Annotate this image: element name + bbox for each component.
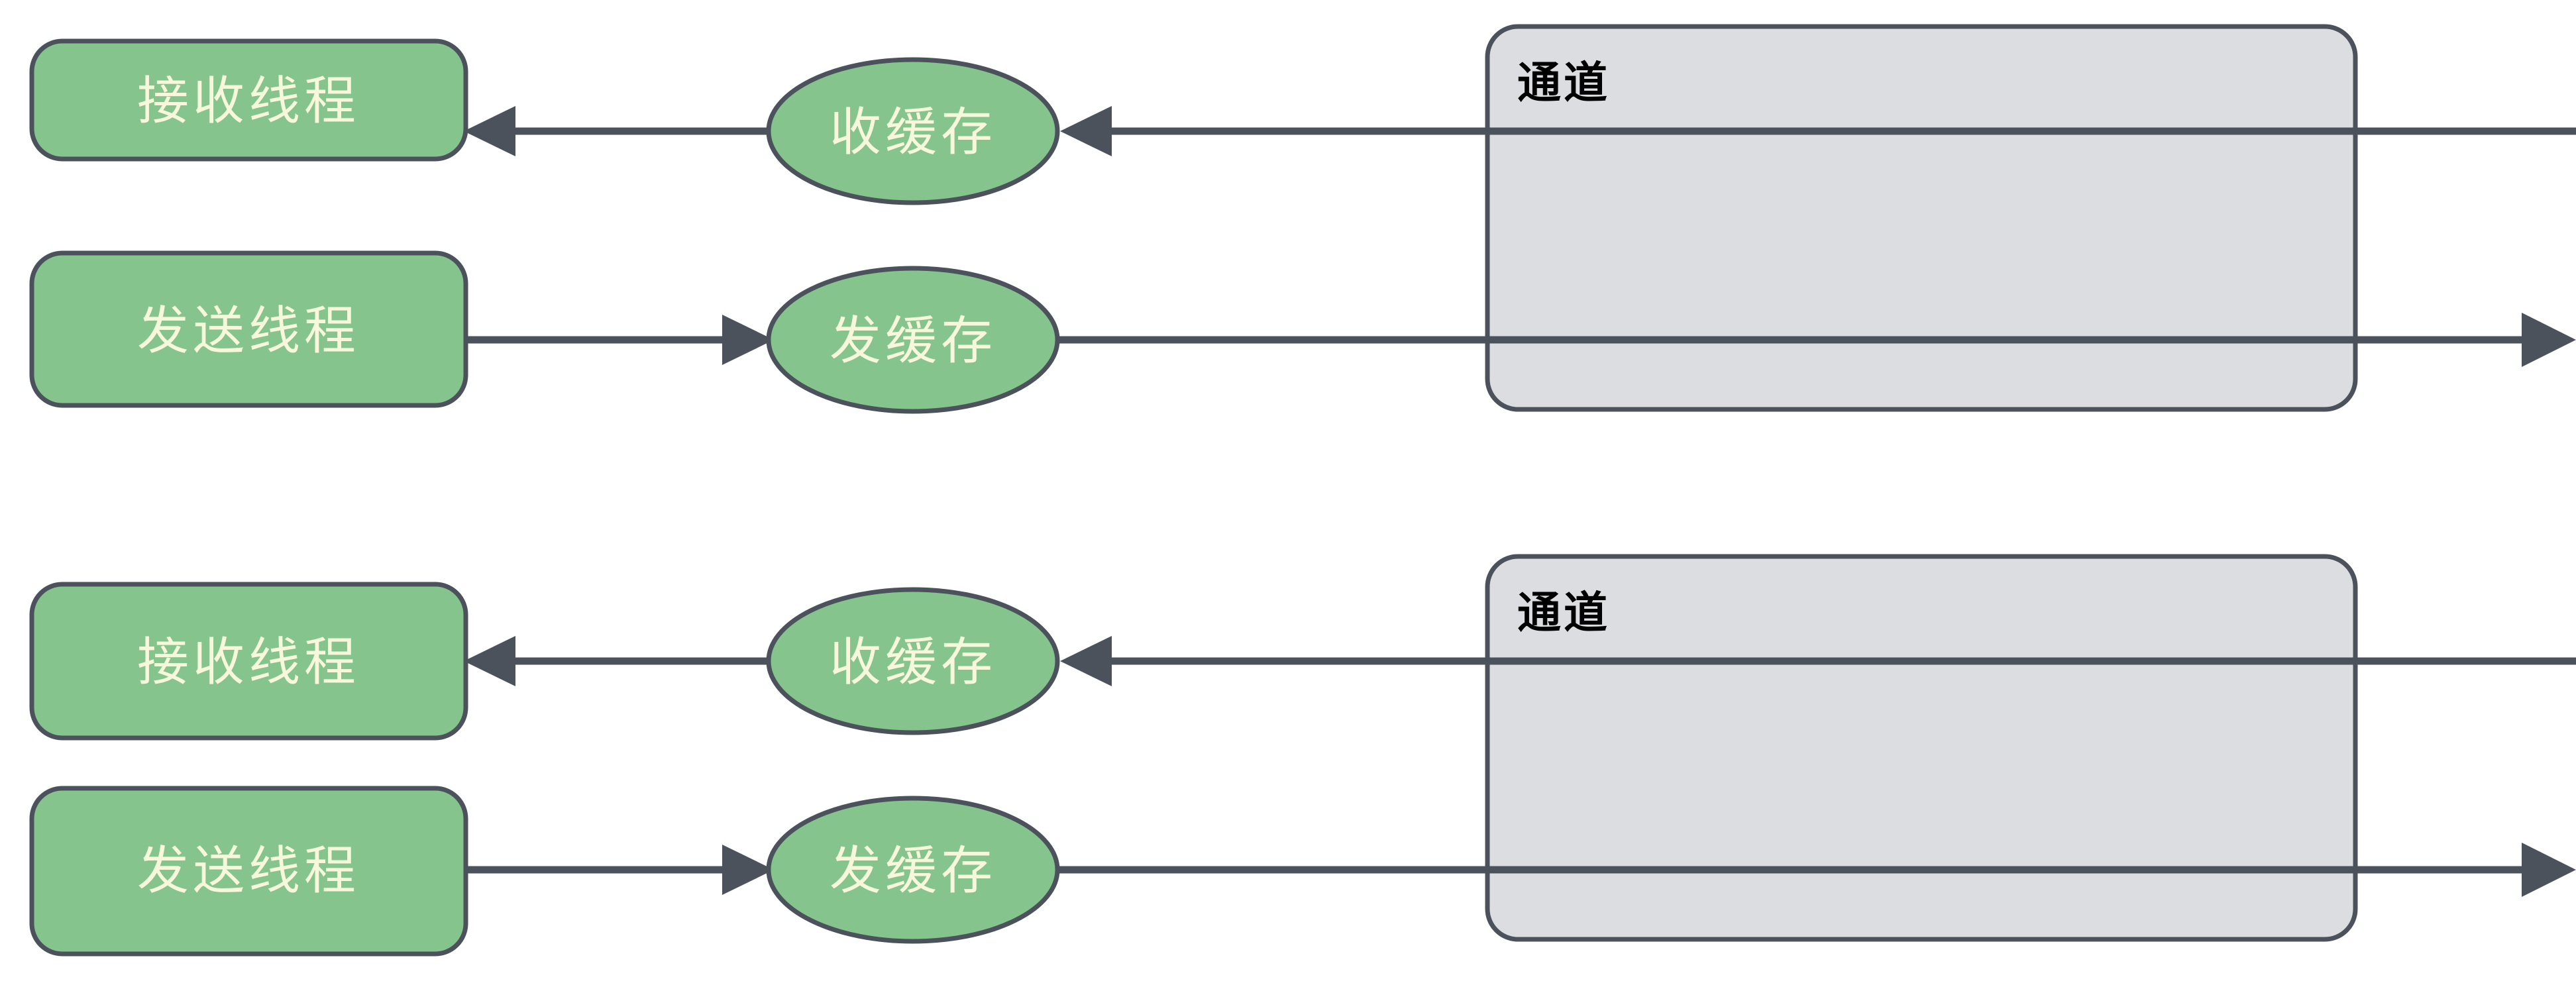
node-receive-thread-label-bottom: 接收线程 xyxy=(137,633,360,692)
arrow-head-receive-buffer-top xyxy=(1060,106,1112,156)
node-send-buffer-top[interactable] xyxy=(766,266,1060,414)
node-receive-buffer-bottom[interactable] xyxy=(766,587,1060,735)
node-send-buffer-bottom[interactable] xyxy=(766,796,1060,944)
node-send-thread-label-bottom: 发送线程 xyxy=(137,841,360,901)
arrow-head-send-buffer-top xyxy=(722,315,774,365)
arrow-head-send-buffer-bottom xyxy=(722,845,774,895)
arrow-head-receive-thread-top xyxy=(464,106,515,156)
node-send-thread-bottom[interactable] xyxy=(29,786,468,957)
group-top: 接收线程 发送线程 收缓存 发缓存 通道 xyxy=(29,24,2576,414)
node-receive-thread-bottom[interactable] xyxy=(29,582,468,741)
group-bottom: 接收线程 发送线程 收缓存 发缓存 通道 xyxy=(29,554,2576,957)
arrow-head-send-out-top xyxy=(2522,313,2576,367)
node-receive-thread-top[interactable] xyxy=(29,38,468,162)
arrow-head-receive-buffer-bottom xyxy=(1060,636,1112,686)
node-send-thread-top[interactable] xyxy=(29,250,468,408)
channel-box-bottom[interactable] xyxy=(1485,554,2358,942)
channel-label-bottom: 通道 xyxy=(1517,588,1610,639)
node-send-buffer-label-bottom: 发缓存 xyxy=(830,841,996,901)
node-send-buffer-label-top: 发缓存 xyxy=(830,311,996,371)
node-receive-buffer-label-top: 收缓存 xyxy=(830,103,996,162)
arrow-head-send-out-bottom xyxy=(2522,843,2576,897)
node-receive-thread-label-top: 接收线程 xyxy=(137,72,360,131)
channel-label-top: 通道 xyxy=(1517,58,1610,109)
node-receive-buffer-label-bottom: 收缓存 xyxy=(830,633,996,692)
channel-box-top[interactable] xyxy=(1485,24,2358,412)
arrow-head-receive-thread-bottom xyxy=(464,636,515,686)
node-receive-buffer-top[interactable] xyxy=(766,57,1060,205)
node-send-thread-label-top: 发送线程 xyxy=(137,301,360,361)
